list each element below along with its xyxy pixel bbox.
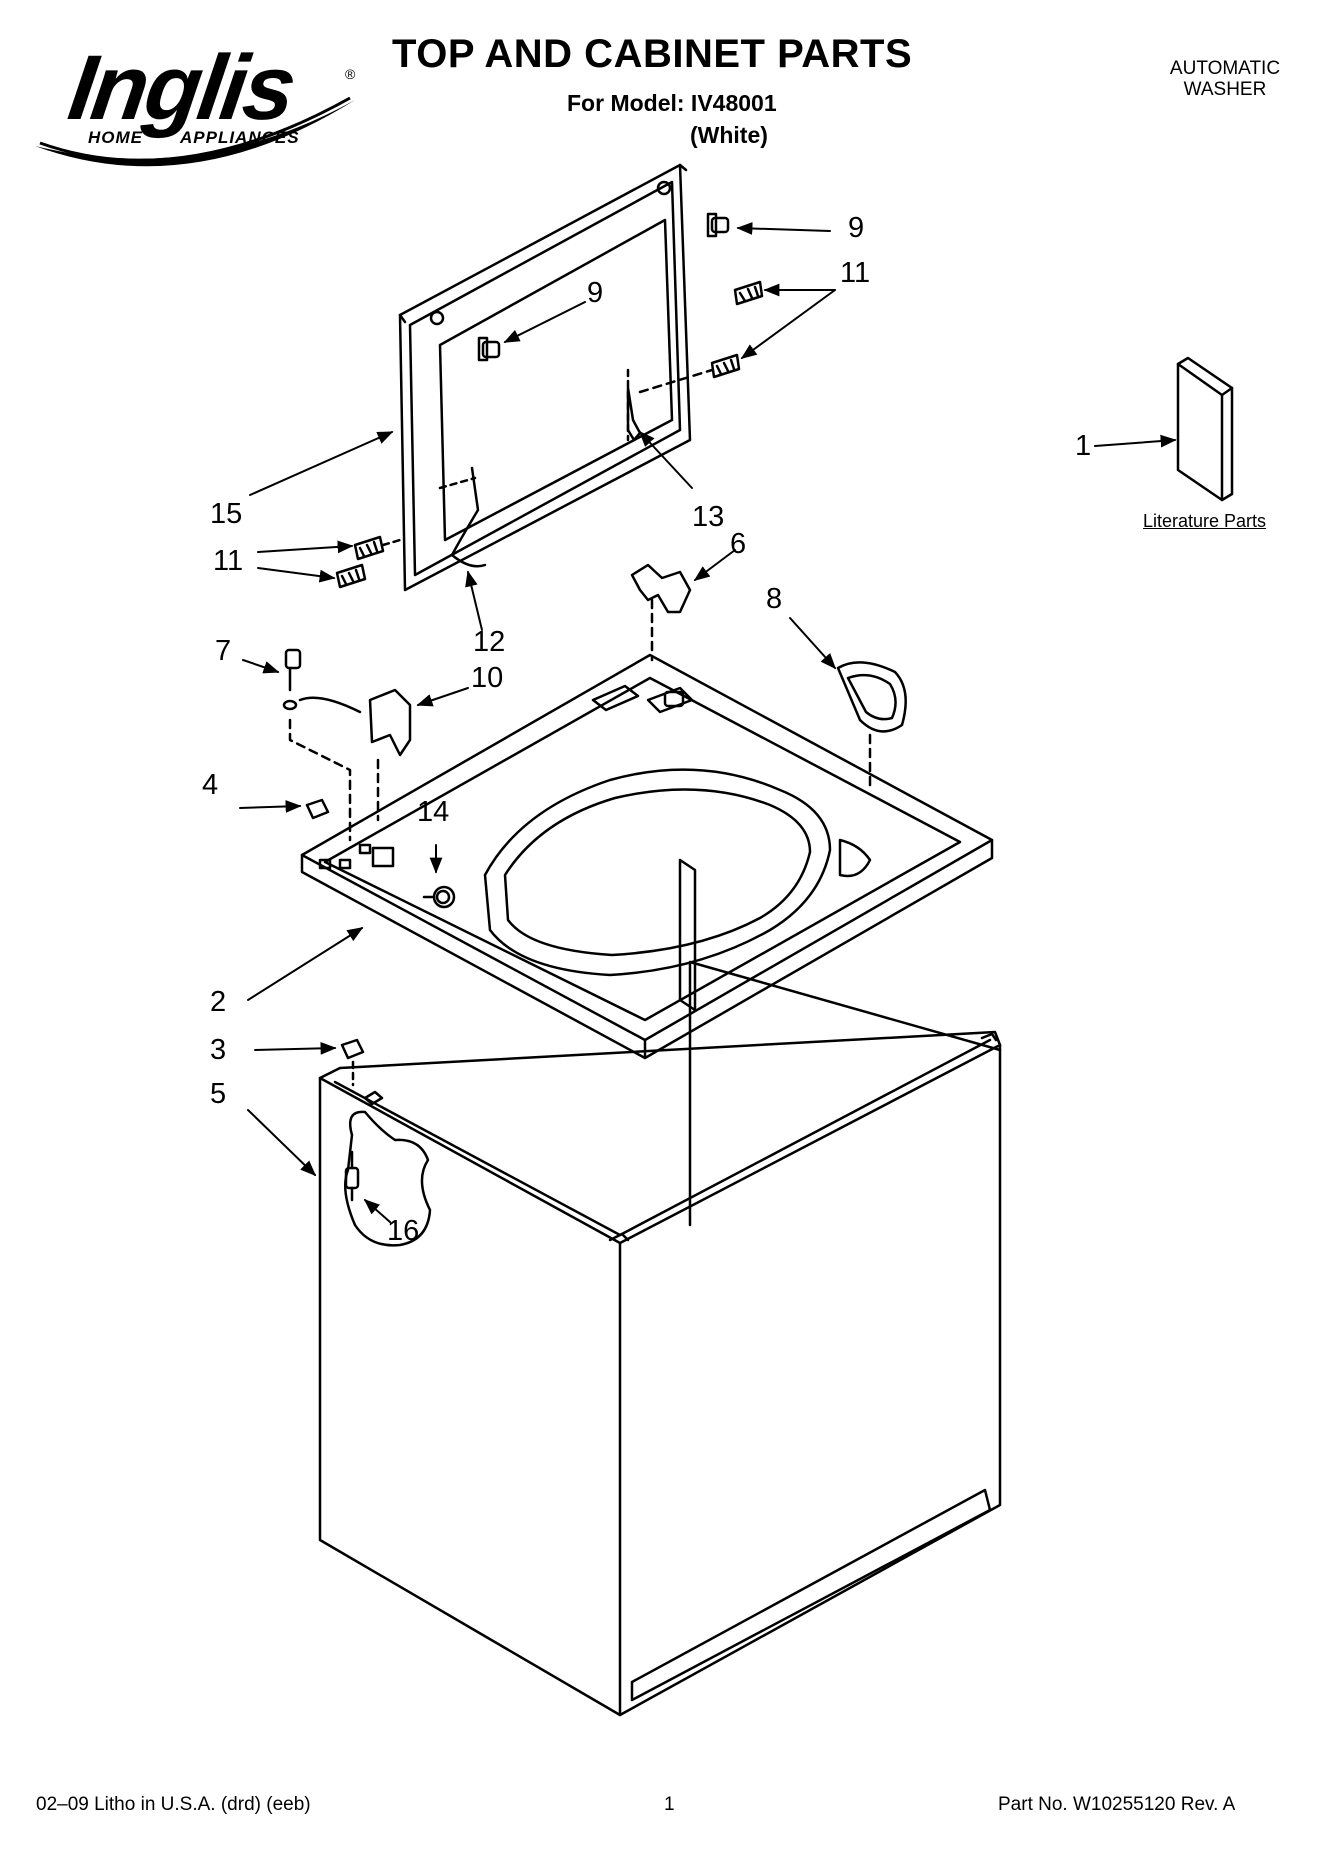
clip-6 (630, 563, 692, 614)
dispenser-8 (836, 661, 907, 733)
brand-logo: Inglis ® HOME APPLIANCES (30, 28, 360, 173)
callout-3: 3 (210, 1034, 227, 1066)
callout-4: 4 (202, 769, 219, 801)
callout-13: 13 (692, 501, 725, 533)
nut-4 (305, 798, 330, 820)
nut-3 (340, 1038, 365, 1060)
cabinet (318, 960, 1002, 1717)
callout-9-top: 9 (848, 212, 865, 244)
screw-11-right-a (733, 280, 764, 306)
callout-8: 8 (766, 583, 783, 615)
callout-12: 12 (473, 626, 506, 658)
literature-parts-label: Literature Parts (1143, 511, 1267, 531)
appliance-type: AUTOMATIC WASHER (1150, 58, 1300, 100)
lid-switch-10 (298, 688, 412, 757)
callout-15: 15 (210, 498, 243, 530)
inlet-14 (422, 885, 456, 909)
screw-11-left-a (353, 535, 385, 561)
callout-11-right: 11 (840, 257, 871, 289)
callout-14: 14 (417, 796, 450, 828)
screw-11-right-b (710, 353, 741, 379)
callout-1: 1 (1075, 430, 1092, 462)
model-line: For Model: IV48001 (567, 90, 777, 116)
screw-7 (282, 648, 302, 711)
callout-9-left: 9 (587, 277, 604, 309)
brand-line2: APPLIANCES (180, 128, 300, 147)
color-line: (White) (690, 122, 768, 148)
lid-hinge-right (626, 386, 642, 442)
footer-litho: 02–09 Litho in U.S.A. (drd) (eeb) (36, 1794, 311, 1815)
cutaway (343, 1110, 432, 1247)
appliance-line1: AUTOMATIC (1169, 58, 1281, 79)
callout-7: 7 (215, 635, 232, 667)
lid-hinge-rod (450, 466, 487, 568)
literature-book (1176, 356, 1234, 502)
screw-9-left (477, 336, 501, 362)
callout-16: 16 (387, 1215, 420, 1247)
appliance-line2: WASHER (1183, 79, 1267, 100)
screw-9-top (706, 212, 730, 238)
logo-swoosh (35, 96, 355, 167)
page-title: TOP AND CABINET PARTS (392, 32, 913, 76)
callout-6: 6 (730, 528, 747, 560)
footer-part-number: Part No. W10255120 Rev. A (998, 1794, 1236, 1815)
callout-2: 2 (210, 986, 227, 1018)
top-panel (300, 653, 994, 1060)
screw-11-left-b (335, 563, 367, 589)
callout-5: 5 (210, 1078, 227, 1110)
lid (398, 163, 692, 592)
callout-11-left: 11 (213, 545, 244, 577)
callout-10: 10 (471, 662, 504, 694)
footer-page-number: 1 (664, 1794, 675, 1815)
screw-16 (344, 1150, 360, 1202)
brand-line1: HOME (88, 128, 143, 147)
registered-mark: ® (345, 66, 356, 82)
leader-lines (239, 222, 1177, 1223)
